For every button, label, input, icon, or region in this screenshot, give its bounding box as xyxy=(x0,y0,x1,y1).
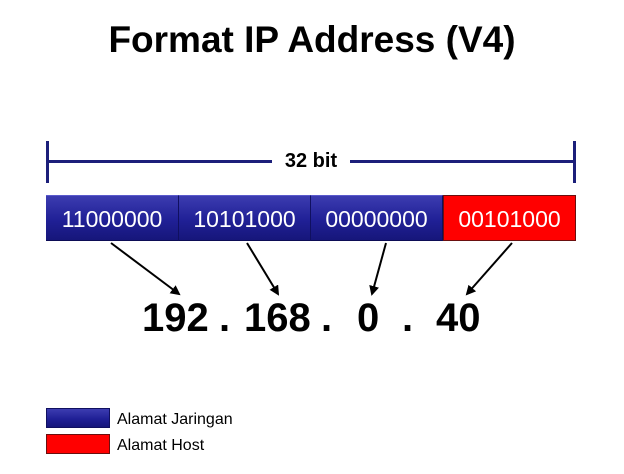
legend-host-label: Alamat Host xyxy=(117,437,205,454)
dot-separator-3: . xyxy=(402,296,414,340)
octet-4-decimal: 40 xyxy=(436,296,481,340)
bit-span-label: 32 bit xyxy=(272,147,350,175)
octet-3-binary: 00000000 xyxy=(311,195,443,241)
page-title: Format IP Address (V4) xyxy=(108,19,516,60)
arrow-octet-3 xyxy=(369,242,387,296)
octet-1-binary: 11000000 xyxy=(46,195,179,241)
arrow-octet-2 xyxy=(246,242,280,296)
dot-separator-1: . xyxy=(219,296,231,340)
arrow-octet-4 xyxy=(465,242,513,296)
dot-separator-2: . xyxy=(321,296,333,340)
octet-2-decimal: 168 xyxy=(244,296,311,340)
legend-host-swatch xyxy=(46,434,110,454)
bit-span-right-tick xyxy=(573,141,576,183)
octet-1-decimal: 192 xyxy=(142,296,209,340)
legend-network-swatch xyxy=(46,408,110,428)
bit-span-left-tick xyxy=(46,141,49,183)
arrow-octet-1 xyxy=(110,242,181,296)
octet-2-binary: 10101000 xyxy=(179,195,311,241)
octet-3-decimal: 0 xyxy=(357,296,380,340)
legend-network-label: Alamat Jaringan xyxy=(117,411,233,428)
octet-4-binary: 00101000 xyxy=(443,195,576,241)
